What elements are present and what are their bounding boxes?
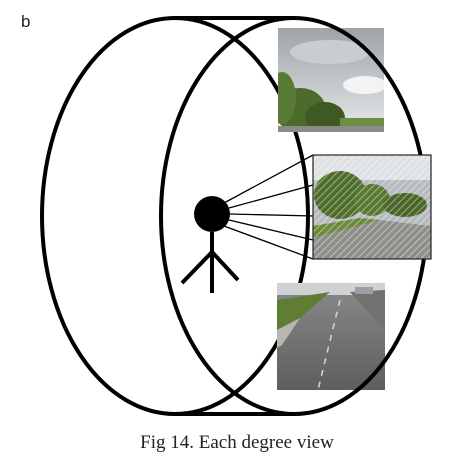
current-view-image — [313, 155, 431, 259]
viewer-left-leg — [180, 250, 214, 285]
view-rays — [223, 154, 314, 260]
cylinder-back-rim — [40, 16, 310, 416]
top-view-image — [278, 28, 384, 132]
current-view-frame — [312, 154, 432, 260]
viewer-head — [194, 196, 230, 232]
viewer-right-leg — [210, 250, 240, 282]
bottom-view-image — [277, 283, 385, 390]
panorama-diagram — [40, 16, 432, 416]
panel-label: b — [21, 12, 31, 31]
figure-caption: Fig 14. Each degree view — [140, 432, 334, 453]
